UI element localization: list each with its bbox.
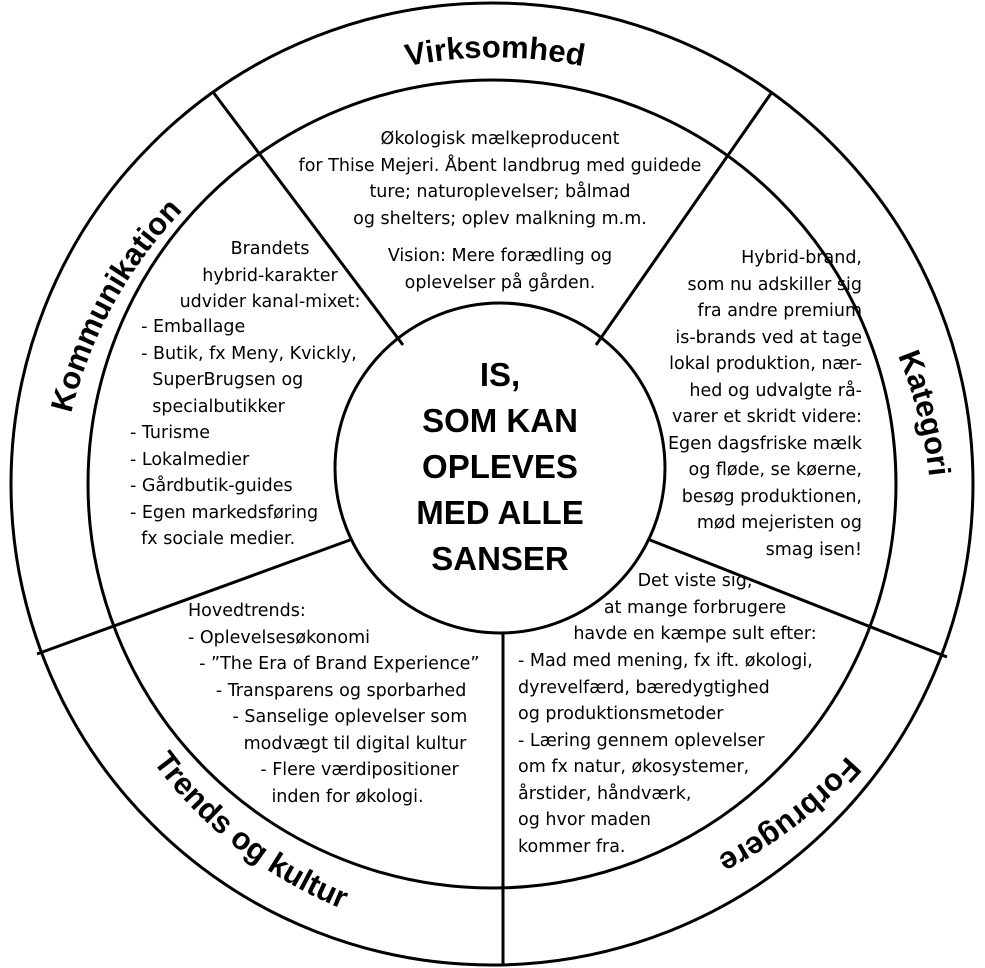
inner-ring <box>86 78 898 890</box>
divider-trends-kommunikation <box>36 538 351 656</box>
divider-virksomhed-kommunikation <box>211 91 405 346</box>
segment-forbrugere-intro: Det viste sig, at mange forbrugere havde… <box>573 571 817 644</box>
divider-virksomhed-kategori <box>594 91 774 346</box>
label-virksomhed: Virksomhed <box>402 29 588 73</box>
segment-forbrugere-list: - Mad med mening, fx ift. økologi, dyrev… <box>518 651 813 857</box>
center-circle <box>333 301 667 635</box>
center-statement: IS, SOM KAN OPLEVES MED ALLE SANSER <box>416 356 584 577</box>
label-kategori: Kategori <box>891 345 957 477</box>
segment-virksomhed-text: Økologisk mælkeproducent for Thise Mejer… <box>298 129 702 229</box>
segment-kategori-text: Hybrid-brand, som nu adskiller sig fra a… <box>667 248 862 560</box>
segment-kommunikation-list: - Emballage - Butik, fx Meny, Kvickly, S… <box>130 317 357 549</box>
segment-kommunikation-intro: Brandets hybrid-karakter udvider kanal-m… <box>179 239 361 312</box>
divider-kategori-forbrugere <box>649 538 948 659</box>
segment-virksomhed-vision: Vision: Mere forædling og oplevelser på … <box>387 246 613 293</box>
outer-ring <box>9 1 975 967</box>
segment-trends-list: Hovedtrends: - Oplevelsesøkonomi - ”The … <box>188 601 480 807</box>
